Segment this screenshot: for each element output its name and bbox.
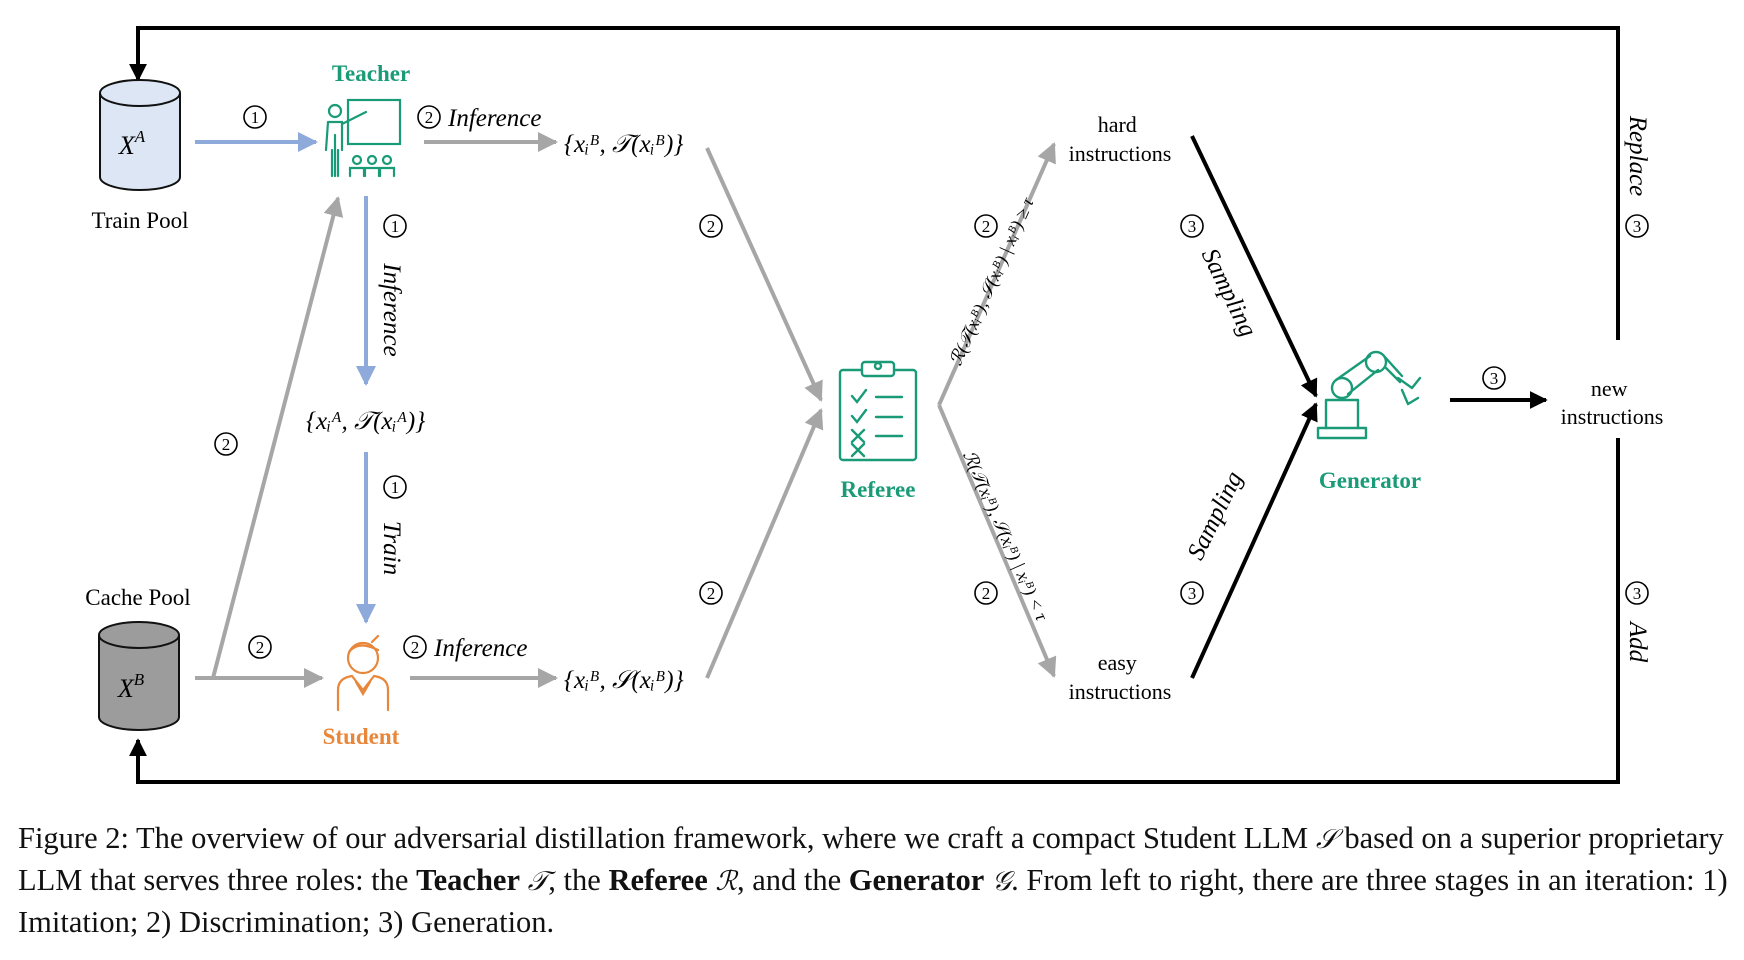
figure-caption: Figure 2: The overview of our adversaria… — [18, 821, 1728, 939]
train-pool: XA — [99, 79, 181, 191]
step-marker: 2 — [699, 581, 723, 605]
teacher-output-b: {xᵢᴮ, 𝒯(xᵢᴮ)} — [564, 131, 683, 158]
replace-label: Replace — [1624, 115, 1651, 197]
replace-add-loop — [129, 26, 1620, 784]
framework-diagram: XA Train Pool Cache Pool XB Teacher Stud… — [85, 26, 1664, 784]
svg-text:3: 3 — [1490, 369, 1499, 388]
step-marker: 2 — [248, 635, 272, 659]
easy-condition: ℛ(𝒯(xᵢᴮ), 𝒮(xᵢᴮ) | xᵢᴮ) < τ — [958, 448, 1052, 625]
svg-text:2: 2 — [411, 638, 420, 657]
svg-text:2: 2 — [222, 435, 231, 454]
generator-robot-arm-icon — [1316, 350, 1422, 440]
svg-text:3: 3 — [1633, 584, 1642, 603]
referee-label: Referee — [841, 477, 916, 502]
svg-text:2: 2 — [425, 108, 434, 127]
step-marker: 1 — [383, 214, 407, 238]
student-output-b: {xᵢᴮ, 𝒮(xᵢᴮ)} — [564, 667, 684, 694]
step-marker: 3 — [1482, 366, 1506, 390]
svg-text:2: 2 — [982, 584, 991, 603]
teacher-output-a: {xᵢᴬ, 𝒯(xᵢᴬ)} — [306, 408, 425, 435]
student-label: Student — [323, 724, 400, 749]
cache-pool: XB — [98, 621, 180, 731]
svg-text:3: 3 — [1188, 584, 1197, 603]
vertical-inference-label: Inference — [378, 262, 405, 356]
generation-arrows — [1190, 135, 1548, 679]
student-inference-label: Inference — [433, 635, 527, 662]
step-marker: 1 — [383, 475, 407, 499]
teacher-icon — [324, 98, 402, 178]
svg-text:2: 2 — [707, 217, 716, 236]
step-markers: 1 2 1 1 2 2 2 2 2 2 2 3 3 3 3 3 — [214, 105, 1649, 659]
replace-loop-line — [129, 26, 1620, 340]
svg-text:2: 2 — [256, 638, 265, 657]
new-instructions-label: new instructions — [1561, 376, 1664, 429]
step-marker: 2 — [974, 581, 998, 605]
step-marker: 3 — [1180, 214, 1204, 238]
svg-text:1: 1 — [251, 108, 260, 127]
generator-label: Generator — [1319, 468, 1421, 493]
step-marker: 1 — [243, 105, 267, 129]
train-label: Train — [378, 521, 405, 575]
svg-text:2: 2 — [707, 584, 716, 603]
student-icon — [336, 634, 390, 712]
imitation-arrows — [195, 132, 376, 624]
train-pool-label: Train Pool — [92, 208, 189, 233]
sampling-easy-label: Sampling — [1182, 467, 1248, 564]
cache-pool-label: Cache Pool — [85, 585, 190, 610]
step-marker: 3 — [1625, 214, 1649, 238]
cache-pool-symbol: XB — [117, 670, 145, 703]
svg-text:1: 1 — [391, 478, 400, 497]
easy-instructions-label: easy instructions — [1069, 650, 1172, 704]
step-marker: 2 — [417, 105, 441, 129]
add-label: Add — [1624, 620, 1651, 663]
step-marker: 3 — [1180, 581, 1204, 605]
teacher-inference-label: Inference — [447, 105, 541, 132]
teacher-label: Teacher — [332, 61, 410, 86]
svg-text:2: 2 — [982, 217, 991, 236]
svg-text:1: 1 — [391, 217, 400, 236]
svg-text:3: 3 — [1188, 217, 1197, 236]
svg-text:3: 3 — [1633, 217, 1642, 236]
referee-clipboard-icon — [838, 360, 918, 462]
step-marker: 2 — [699, 214, 723, 238]
discrimination-arrows — [195, 132, 1057, 688]
hard-instructions-label: hard instructions — [1069, 112, 1172, 166]
step-marker: 2 — [214, 432, 238, 456]
step-marker: 3 — [1625, 581, 1649, 605]
add-loop-line — [129, 438, 1620, 784]
train-pool-symbol: XA — [118, 127, 146, 160]
step-marker: 2 — [403, 635, 427, 659]
step-marker: 2 — [974, 214, 998, 238]
